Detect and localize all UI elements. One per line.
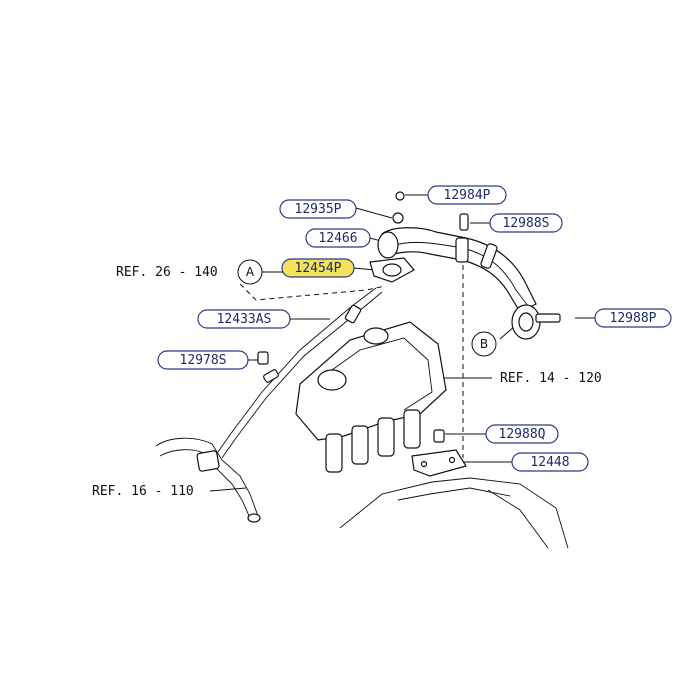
part-number-12466: 12466: [318, 231, 357, 246]
label-12988S: 12988S: [489, 213, 563, 233]
label-12988Q: 12988Q: [485, 424, 559, 444]
part-number-12433AS: 12433AS: [217, 312, 272, 327]
part-number-12988P: 12988P: [610, 311, 657, 326]
marker-b: B: [471, 331, 497, 357]
part-number-12978S: 12978S: [180, 353, 227, 368]
gasket-12454P: [369, 257, 415, 283]
reference-26-140: REF. 26 - 140: [116, 265, 218, 280]
marker-a-letter: A: [246, 265, 255, 279]
reference-14-120: REF. 14 - 120: [500, 371, 602, 386]
tube-12433AS: [217, 287, 383, 459]
label-12433AS: 12433AS: [197, 309, 291, 329]
bracket-12448: [411, 449, 467, 477]
part-number-12988S: 12988S: [503, 216, 550, 231]
hose-16-110: [155, 437, 261, 523]
part-number-12454P: 12454P: [295, 261, 342, 276]
marker-a: A: [237, 259, 263, 285]
label-12935P: 12935P: [279, 199, 357, 219]
part-number-12935P: 12935P: [295, 202, 342, 217]
marker-b-letter: B: [480, 337, 488, 351]
part-number-12984P: 12984P: [444, 188, 491, 203]
manifold-14-120: [295, 321, 447, 473]
part-number-12448: 12448: [530, 455, 569, 470]
bolts: [257, 191, 469, 443]
reference-dashed-lines: [239, 265, 464, 458]
label-12984P: 12984P: [427, 185, 507, 205]
reference-16-110: REF. 16 - 110: [92, 484, 194, 499]
engine-block-outline: [339, 477, 569, 549]
label-12978S: 12978S: [157, 350, 249, 370]
label-12448: 12448: [511, 452, 589, 472]
label-12466: 12466: [305, 228, 371, 248]
label-12988P: 12988P: [594, 308, 672, 328]
air-pipe-12466: [377, 227, 561, 340]
part-number-12988Q: 12988Q: [499, 427, 546, 442]
label-12454P: 12454P: [281, 258, 355, 278]
